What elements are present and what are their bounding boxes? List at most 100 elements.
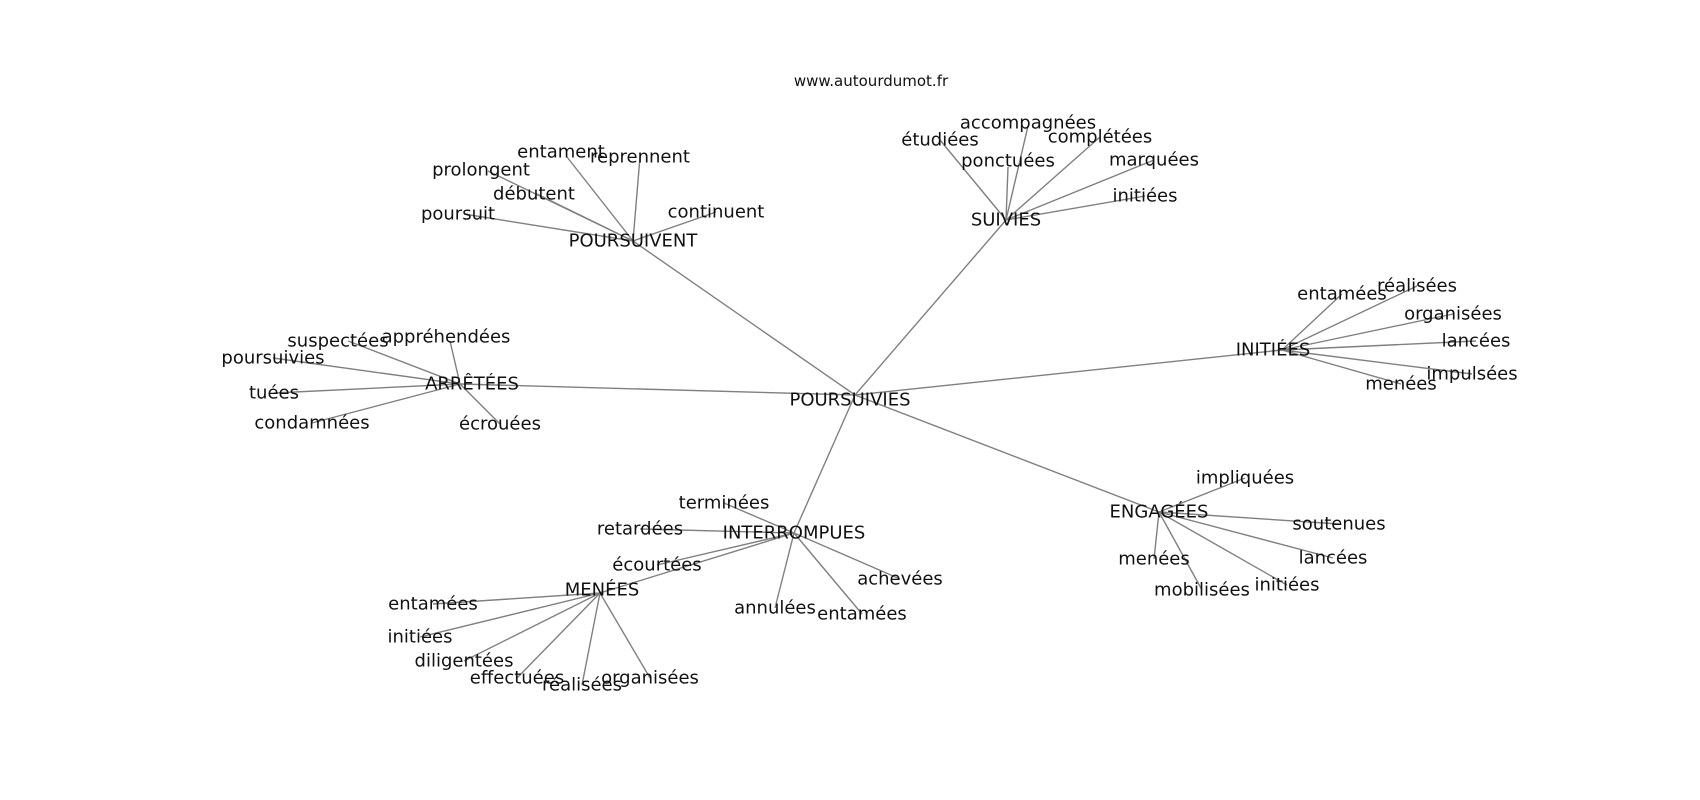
edge-menees-entamees: [432, 592, 601, 605]
node-label-soutenues: soutenues: [1292, 514, 1385, 535]
node-label-interrompues: INTERROMPUES: [723, 523, 866, 544]
edge-arretees-apprehendees: [449, 340, 461, 385]
edge-menees-initiees: [419, 592, 601, 638]
node-label-realisees: réalisées: [542, 675, 622, 696]
edge-menees-organisees: [599, 592, 651, 679]
node-label-suspectees: suspectées: [287, 331, 388, 352]
edge-poursuivies-engagees: [854, 394, 1160, 513]
edge-engagees-initiees: [1158, 511, 1288, 586]
node-label-entamees: entamées: [388, 594, 478, 615]
node-label-initiees: INITIÉES: [1236, 339, 1311, 361]
edge-initiees-impulsees: [1281, 349, 1473, 375]
edge-interrompues-entamees: [793, 532, 863, 615]
node-label-engagees: ENGAGÉES: [1110, 501, 1209, 523]
node-label-organisees: organisées: [1404, 304, 1502, 325]
node-label-initiees: initiées: [1113, 186, 1178, 207]
edge-initiees-entamees: [1281, 293, 1343, 351]
node-label-tuees: tuées: [249, 383, 299, 404]
edge-initiees-menees: [1281, 349, 1402, 385]
edge-suivies-ponctuees: [1005, 166, 1009, 221]
edge-menees-effectuees: [516, 592, 601, 679]
edge-engagees-lancees: [1158, 511, 1334, 559]
edge-arretees-condamnees: [311, 383, 461, 424]
node-label-initiees: initiées: [388, 627, 453, 648]
edge-engagees-menees: [1153, 511, 1160, 560]
edge-menees-diligentees: [463, 592, 601, 662]
node-label-entamees: entamées: [817, 604, 907, 625]
edge-menees-realisees: [581, 592, 601, 686]
node-label-ponctuees: ponctuées: [961, 151, 1055, 172]
node-label-poursuivies: POURSUIVIES: [789, 390, 910, 411]
node-label-mobilisees: mobilisées: [1154, 580, 1250, 601]
node-label-marquees: marquées: [1109, 150, 1199, 171]
edge-interrompues-menees: [599, 532, 795, 594]
edge-interrompues-terminees: [723, 502, 795, 534]
edge-poursuivent-poursuit: [463, 213, 634, 242]
graph-labels: POURSUIVIES POURSUIVENT SUIVIES ARRÊTÉES INI…: [221, 113, 1517, 696]
node-label-apprehendees: appréhendées: [382, 327, 511, 348]
node-label-suivies: SUIVIES: [971, 210, 1041, 231]
node-label-lancees: lancées: [1442, 331, 1511, 352]
edge-engagees-impliquees: [1158, 477, 1246, 513]
edge-initiees-realisees: [1281, 285, 1418, 351]
node-label-achevees: achevées: [857, 569, 943, 590]
source-url: www.autourdumot.fr: [793, 72, 949, 90]
node-label-poursuit: poursuit: [421, 204, 495, 225]
edge-engagees-mobilisees: [1158, 511, 1203, 591]
edge-suivies-etudiees: [939, 139, 1007, 221]
edge-engagees-soutenues: [1158, 511, 1340, 525]
node-label-effectuees: effectuées: [470, 668, 564, 689]
node-label-continuent: continuent: [668, 202, 765, 223]
edge-interrompues-achevees: [793, 532, 901, 580]
node-label-debutent: débutent: [493, 184, 575, 205]
edge-interrompues-annulees: [774, 532, 795, 609]
edge-poursuivies-arretees: [459, 383, 856, 396]
edge-poursuivent-debutent: [536, 193, 634, 242]
node-label-ecourtees: écourtées: [612, 555, 701, 576]
node-label-arretees: ARRÊTÉES: [425, 373, 519, 395]
node-label-completees: complétées: [1048, 127, 1153, 148]
node-label-realisees: réalisées: [1377, 276, 1457, 297]
edge-arretees-suspectees: [347, 340, 461, 385]
edge-poursuivies-poursuivent: [632, 240, 856, 396]
node-label-annulees: annulées: [734, 598, 816, 619]
edge-initiees-organisees: [1281, 313, 1454, 351]
node-label-organisees: organisées: [601, 668, 699, 689]
edge-poursuivent-reprennent: [632, 156, 641, 242]
node-label-impulsees: impulsées: [1426, 364, 1517, 385]
node-label-terminees: terminées: [679, 493, 770, 514]
node-label-lancees: lancées: [1299, 548, 1368, 569]
node-label-etudiees: étudiées: [901, 130, 979, 151]
node-label-impliquees: impliquées: [1196, 468, 1294, 489]
node-label-poursuivent: POURSUIVENT: [569, 231, 699, 252]
edge-suivies-accompagnees: [1005, 125, 1029, 221]
node-label-reprennent: reprennent: [590, 147, 690, 168]
edge-poursuivies-interrompues: [793, 394, 856, 534]
node-label-menees: MENÉES: [565, 579, 640, 601]
node-label-condamnees: condamnées: [254, 413, 369, 434]
node-label-retardees: retardées: [597, 519, 683, 540]
edge-suivies-completees: [1005, 136, 1101, 221]
edge-poursuivies-initiees: [854, 349, 1283, 396]
node-label-menees: menées: [1365, 374, 1437, 395]
node-label-diligentees: diligentées: [415, 651, 514, 672]
edge-initiees-lancees: [1281, 340, 1477, 351]
edge-poursuivent-entament: [566, 156, 634, 242]
edge-poursuivies-suivies: [854, 219, 1007, 396]
edge-suivies-marquees: [1005, 159, 1155, 221]
node-label-prolongent: prolongent: [432, 160, 530, 181]
edge-poursuivent-continuent: [632, 211, 717, 242]
node-label-entamees: entamées: [1297, 284, 1387, 305]
edge-arretees-poursuivies: [272, 357, 461, 385]
node-label-menees: menées: [1118, 549, 1190, 570]
node-label-accompagnees: accompagnées: [960, 113, 1096, 134]
node-label-poursuivies: poursuivies: [221, 348, 324, 369]
edge-suivies-initiees: [1005, 195, 1146, 221]
edge-interrompues-ecourtees: [656, 532, 795, 566]
edge-arretees-tuees: [273, 383, 461, 394]
node-label-entament: entament: [517, 142, 605, 163]
graph-edges: [272, 125, 1477, 686]
edge-arretees-ecrouees: [459, 383, 501, 425]
